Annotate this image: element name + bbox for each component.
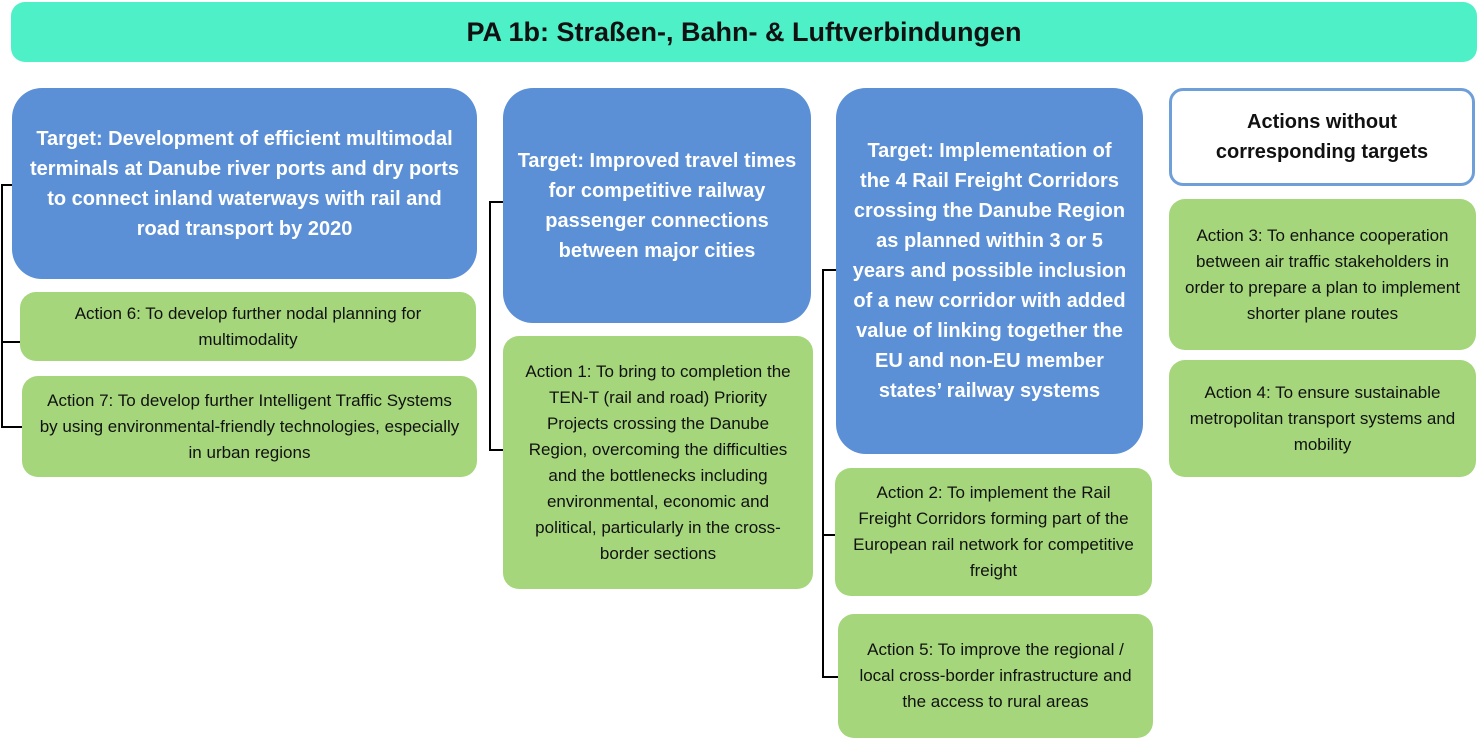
actions-without-targets-heading: Actions without corresponding targets: [1169, 88, 1475, 186]
action-7-box: Action 7: To develop further Intelligent…: [22, 376, 477, 477]
action-2-box: Action 2: To implement the Rail Freight …: [835, 468, 1152, 596]
action-1-box: Action 1: To bring to completion the TEN…: [503, 336, 813, 589]
page-title: PA 1b: Straßen-, Bahn- & Luftverbindunge…: [11, 2, 1477, 62]
target-multimodal-terminals: Target: Development of efficient multimo…: [12, 88, 477, 279]
target-rail-freight-corridors: Target: Implementation of the 4 Rail Fre…: [836, 88, 1143, 454]
action-3-box: Action 3: To enhance cooperation between…: [1169, 199, 1476, 350]
action-6-box: Action 6: To develop further nodal plann…: [20, 292, 476, 361]
action-4-box: Action 4: To ensure sustainable metropol…: [1169, 360, 1476, 477]
target-railway-travel-times: Target: Improved travel times for compet…: [503, 88, 811, 323]
action-5-box: Action 5: To improve the regional / loca…: [838, 614, 1153, 738]
